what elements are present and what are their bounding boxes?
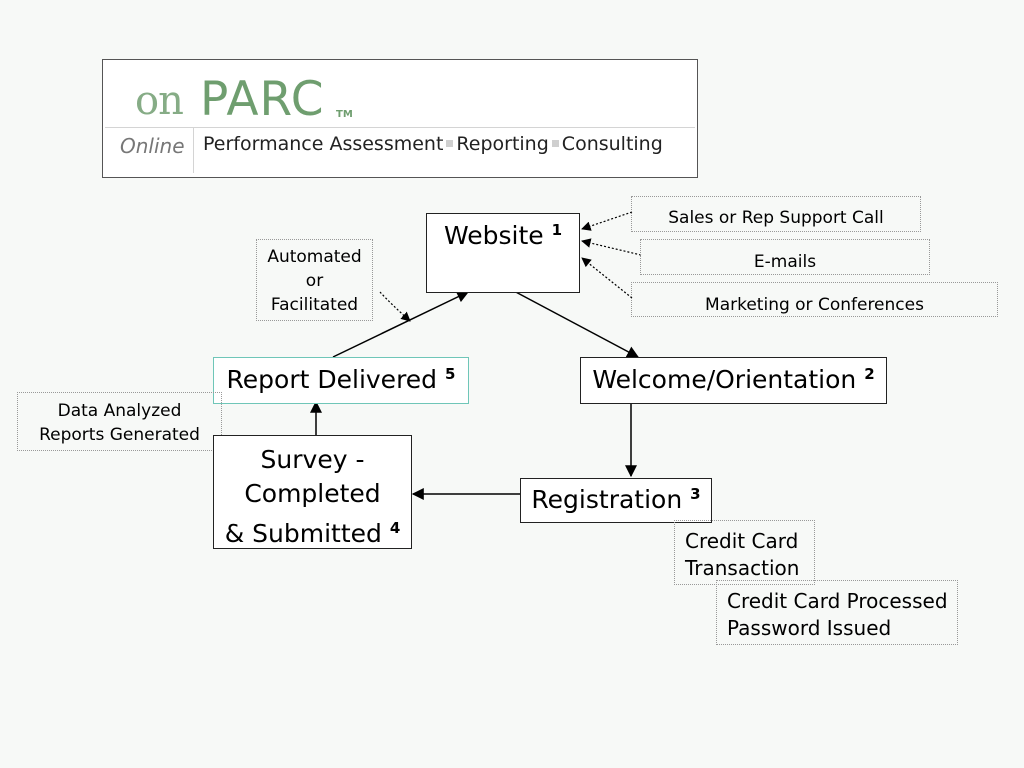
note-cc-line2: Transaction bbox=[685, 556, 800, 580]
node-report-delivered: Report Delivered 5 bbox=[213, 357, 469, 404]
node-website-label: Website bbox=[443, 221, 544, 250]
note-automated-line1: Automated bbox=[267, 247, 362, 267]
node-survey-line2: Completed bbox=[244, 479, 381, 508]
note-data-analyzed: Data Analyzed Reports Generated bbox=[17, 392, 222, 451]
tagline-performance: Performance Assessment bbox=[203, 133, 444, 155]
logo-tagline: Performance Assessment Reporting Consultin… bbox=[203, 133, 663, 155]
node-survey: Survey - Completed & Submitted 4 bbox=[213, 435, 412, 549]
logo-trademark: TM bbox=[336, 109, 353, 120]
onparc-logo: on PARC TM Online Performance Assessment… bbox=[102, 59, 698, 178]
note-automated: Automated or Facilitated bbox=[256, 239, 373, 321]
note-marketing: Marketing or Conferences bbox=[631, 282, 998, 317]
arrow-website-to-welcome bbox=[511, 289, 640, 358]
node-welcome-orientation: Welcome/Orientation 2 bbox=[580, 357, 887, 404]
node-website-number: 1 bbox=[551, 221, 563, 239]
logo-divider-horizontal bbox=[105, 127, 695, 128]
node-registration-number: 3 bbox=[690, 485, 701, 503]
node-website: Website 1 bbox=[426, 213, 580, 293]
note-processed-line1: Credit Card Processed bbox=[727, 589, 948, 613]
dotted-automated-to-arrow bbox=[379, 291, 411, 322]
tagline-consulting: Consulting bbox=[561, 133, 663, 155]
note-data-line1: Data Analyzed bbox=[57, 401, 182, 421]
logo-parc-text: PARC bbox=[200, 72, 325, 127]
node-welcome-label: Welcome/Orientation bbox=[592, 365, 857, 394]
note-processed-line2: Password Issued bbox=[727, 616, 892, 640]
logo-on-text: on bbox=[135, 78, 184, 124]
node-welcome-number: 2 bbox=[864, 365, 875, 383]
note-marketing-text: Marketing or Conferences bbox=[705, 295, 924, 315]
node-report-label: Report Delivered bbox=[226, 365, 438, 394]
note-credit-card-processed: Credit Card Processed Password Issued bbox=[716, 580, 958, 645]
node-registration-label: Registration bbox=[531, 485, 683, 514]
note-emails-text: E-mails bbox=[753, 252, 817, 272]
tagline-reporting: Reporting bbox=[456, 133, 549, 155]
separator-square-icon bbox=[551, 140, 559, 147]
dotted-marketing-to-website bbox=[581, 257, 633, 299]
note-sales-support: Sales or Rep Support Call bbox=[631, 196, 921, 232]
arrow-report-to-website bbox=[332, 291, 470, 358]
note-cc-line1: Credit Card bbox=[685, 529, 799, 553]
note-emails: E-mails bbox=[640, 239, 930, 275]
note-data-line2: Reports Generated bbox=[39, 425, 200, 445]
node-survey-line1: Survey - bbox=[260, 445, 365, 474]
logo-divider-vertical bbox=[193, 127, 194, 173]
node-report-number: 5 bbox=[445, 365, 456, 383]
logo-online-text: Online bbox=[120, 134, 185, 158]
separator-square-icon bbox=[446, 140, 454, 147]
dotted-emails-to-website bbox=[581, 238, 642, 256]
node-registration: Registration 3 bbox=[520, 478, 712, 523]
note-automated-line2: or bbox=[305, 271, 324, 291]
node-survey-number: 4 bbox=[389, 519, 401, 537]
note-sales-text: Sales or Rep Support Call bbox=[668, 208, 884, 228]
dotted-sales-to-website bbox=[581, 211, 633, 231]
note-credit-card-transaction: Credit Card Transaction bbox=[674, 520, 815, 585]
note-automated-line3: Facilitated bbox=[270, 295, 359, 315]
node-survey-line3: & Submitted bbox=[224, 519, 382, 548]
